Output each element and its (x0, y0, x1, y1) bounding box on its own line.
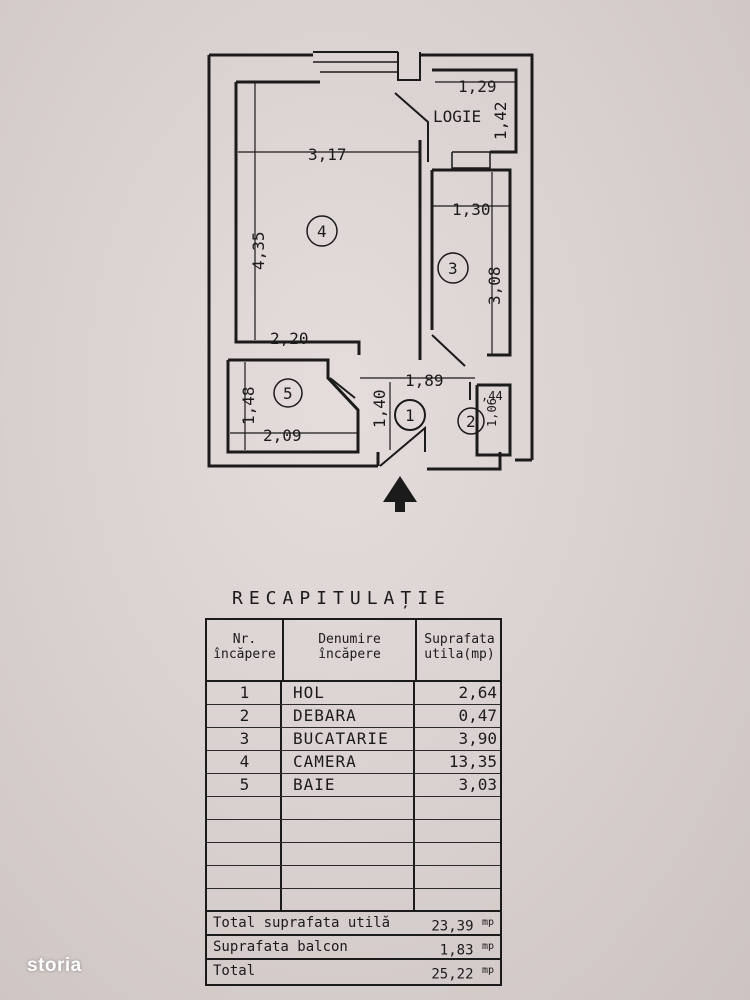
grand-total: Total 25,22 mp (207, 958, 500, 983)
dim-debara-height: 1,06 (485, 398, 499, 427)
storia-logo: storia (27, 955, 82, 976)
room-circle-5 (273, 378, 303, 408)
room-circle-1 (394, 399, 426, 431)
table-row-empty (207, 797, 500, 820)
table-row-empty (207, 843, 500, 866)
dim-logia-width: 1,29 (458, 77, 497, 96)
kitchen-wall (432, 168, 512, 357)
room-circle-4 (306, 215, 338, 247)
dim-hol-height: 1,40 (370, 389, 389, 428)
dim-kitchen-width: 1,30 (452, 200, 491, 219)
debara-walls (475, 383, 512, 457)
dim-debara-width: ,44 (481, 389, 503, 403)
logia-label: LOGIE (433, 107, 481, 126)
logia-wall (432, 68, 518, 154)
outer-wall-right (420, 53, 534, 460)
dim-baie-height: 1,48 (239, 386, 258, 425)
room-circle-3 (437, 252, 469, 284)
room-circle-2 (457, 407, 485, 435)
room-number-2: 2 (466, 412, 476, 431)
dim-baie-top: 2,20 (270, 329, 309, 348)
table-row-empty (207, 889, 500, 910)
header-nr: Nr.încăpere (207, 620, 282, 682)
floor-plan: LOGIE 1,29 1,42 3,17 4,35 1,30 3,08 2,20… (207, 51, 534, 512)
dim-camera-width: 3,17 (308, 145, 347, 164)
dim-hol-width: 1,89 (405, 371, 444, 390)
table-row-empty (207, 866, 500, 889)
table-row-empty (207, 820, 500, 843)
logia-window (451, 151, 491, 169)
camera-inner-wall (234, 82, 361, 355)
room-number-1: 1 (405, 406, 415, 425)
recap-title: RECAPITULAȚIE (232, 588, 451, 609)
dim-kitchen-height: 3,08 (485, 266, 504, 305)
room-number-5: 5 (283, 384, 293, 403)
entrance-arrow-icon (383, 476, 417, 512)
baie-walls (226, 358, 360, 454)
dim-camera-height: 4,35 (249, 231, 268, 270)
balcony-area: Suprafata balcon 1,83 mp (207, 934, 500, 959)
outer-wall-bottom-right (427, 452, 502, 471)
dim-baie-width: 2,09 (263, 426, 302, 445)
outer-wall-left-bottom (207, 55, 378, 468)
total-useful-area: Total suprafata utilă 23,39 mp (207, 910, 500, 935)
room-number-4: 4 (317, 222, 327, 241)
dim-logia-depth: 1,42 (491, 101, 510, 140)
room-number-3: 3 (448, 259, 458, 278)
